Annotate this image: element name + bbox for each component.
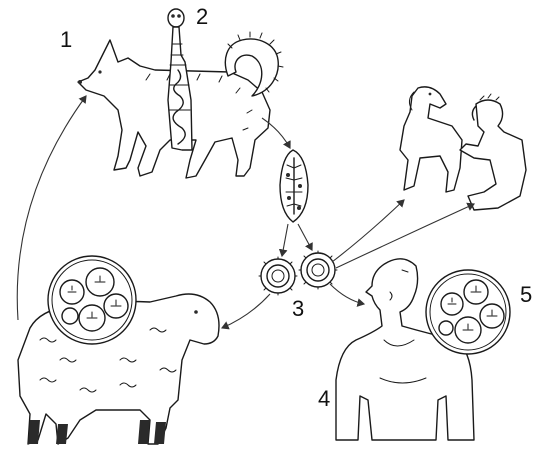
- arrow-egg-to-human: [330, 284, 364, 304]
- label-1: 1: [60, 27, 72, 52]
- egg-left: [259, 257, 297, 295]
- egg-right: [299, 251, 337, 289]
- dog-with-child-illustration: [400, 87, 526, 210]
- label-2: 2: [196, 4, 208, 29]
- arrow-proglottid-to-egg-right: [298, 224, 312, 250]
- arrow-egg-to-sheep: [222, 294, 270, 328]
- label-5: 5: [520, 282, 532, 307]
- gravid-proglottid: [280, 150, 308, 222]
- arrow-proglottid-to-egg-left: [282, 224, 288, 256]
- label-4: 4: [318, 386, 330, 411]
- adult-tapeworm: [168, 9, 192, 150]
- hydatid-cyst-human: [426, 270, 510, 354]
- label-3: 3: [292, 296, 304, 321]
- arrow-egg-to-child: [336, 204, 474, 268]
- hydatid-cyst-sheep: [48, 256, 136, 344]
